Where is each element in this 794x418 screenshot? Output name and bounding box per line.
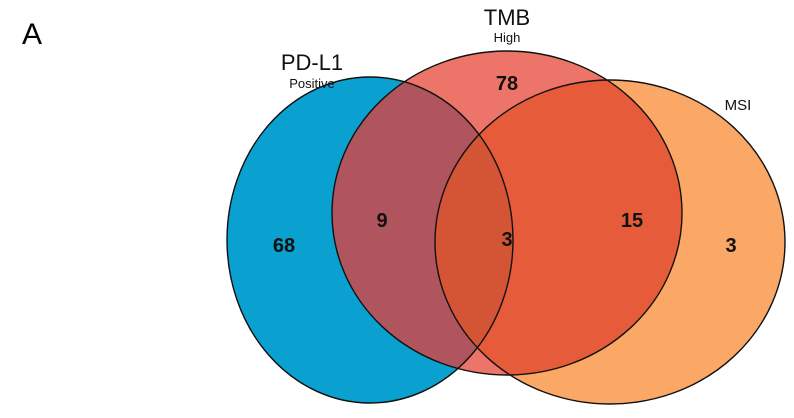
- all-three-overlap: [435, 80, 513, 375]
- pdl1-subtitle: Positive: [289, 76, 335, 91]
- tmb-title: TMB: [484, 5, 530, 30]
- tmb-subtitle: High: [494, 30, 521, 45]
- pdl1-outline: [226, 76, 514, 404]
- count-pdl1-only: 68: [273, 235, 295, 257]
- tmb-outline: [331, 50, 683, 376]
- pdl1-title: PD-L1: [281, 50, 343, 75]
- count-msi-only: 3: [725, 235, 736, 257]
- msi-title: MSI: [725, 97, 752, 114]
- panel-letter: A: [22, 18, 42, 51]
- msi-outline: [434, 79, 786, 405]
- count-pdl1-tmb: 9: [376, 210, 387, 232]
- count-tmb-only: 78: [496, 73, 518, 95]
- count-tmb-msi: 15: [621, 210, 643, 232]
- count-all-three: 3: [501, 229, 512, 251]
